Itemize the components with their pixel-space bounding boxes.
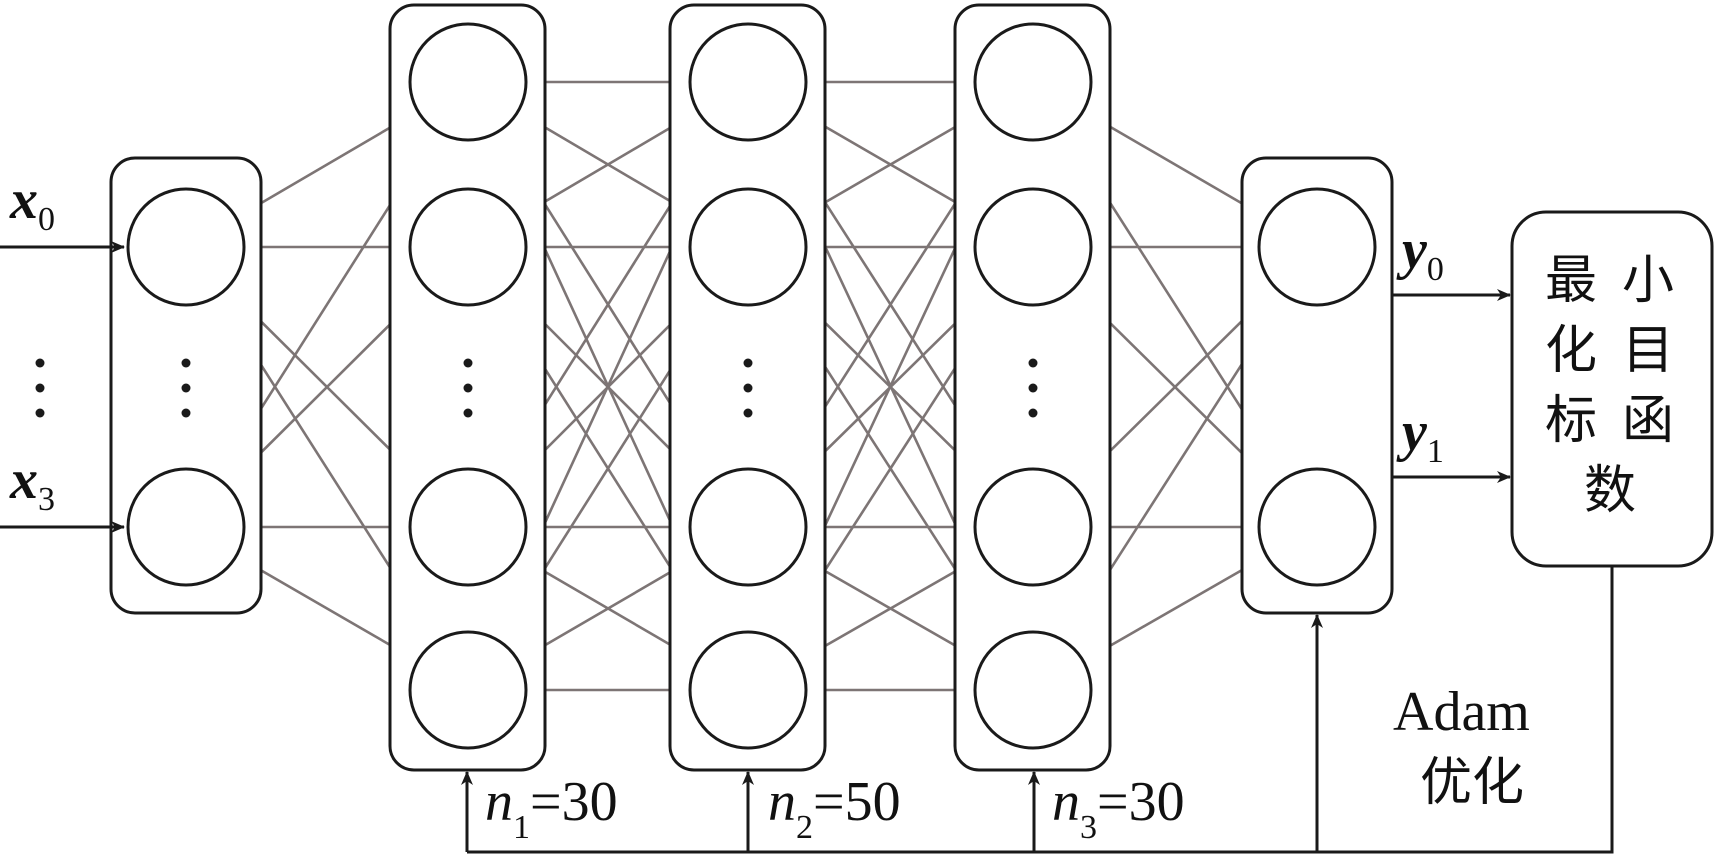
neuron-hidden-1-2 (408, 467, 528, 587)
ellipsis-dot-hidden-3-0 (1028, 358, 1038, 368)
neuron-hidden-3-3 (973, 630, 1093, 750)
loss-char-4: 目 (1622, 321, 1674, 381)
neuron-output-0 (1257, 187, 1377, 307)
loss-char-1: 最 (1545, 251, 1597, 311)
ellipsis-dot-hidden-3-2 (1028, 408, 1038, 418)
ellipsis-dot-hidden-1-2 (463, 408, 473, 418)
input-arrows (0, 241, 125, 533)
neuron-input-1 (126, 467, 246, 587)
output-arrows (1392, 289, 1511, 483)
neuron-hidden-2-0 (688, 22, 808, 142)
optimizer-feedback-loop (461, 566, 1614, 854)
input-label-x0: x0 (9, 169, 55, 238)
neuron-hidden-2-3 (688, 630, 808, 750)
neuron-hidden-1-1 (408, 187, 528, 307)
loss-char-6: 函 (1622, 391, 1674, 451)
neuron-input-0 (126, 187, 246, 307)
loss-char-7: 数 (1584, 461, 1636, 521)
output-label-y1: y1 (1396, 401, 1444, 470)
neuron-hidden-2-1 (688, 187, 808, 307)
loss-char-3: 化 (1545, 321, 1597, 381)
ellipsis-dot-hidden-1-1 (463, 383, 473, 393)
input-label-x3: x3 (9, 449, 55, 518)
loss-char-5: 标 (1545, 391, 1597, 451)
ellipsis-dots (35, 358, 1038, 418)
ellipsis-dot-hidden-2-1 (743, 383, 753, 393)
ellipsis-dot-input-layer-0 (181, 358, 191, 368)
neuron-hidden-3-1 (973, 187, 1093, 307)
ellipsis-dot-hidden-3-1 (1028, 383, 1038, 393)
ellipsis-dot-inputs-col-1 (35, 383, 45, 393)
edge-hidden-2-1-to-hidden-3-0 (797, 109, 984, 220)
hidden-layer-1-size: n1=30 (485, 771, 618, 846)
edge-hidden-1-3-to-hidden-2-2 (517, 555, 699, 662)
ellipsis-dot-input-layer-2 (181, 408, 191, 418)
ellipsis-dot-hidden-2-2 (743, 408, 753, 418)
neuron-hidden-1-0 (408, 22, 528, 142)
edge-input-1-to-hidden-1-3 (235, 554, 419, 663)
hidden-layer-2-size: n2=50 (768, 771, 901, 846)
neuron-hidden-1-3 (408, 630, 528, 750)
hidden-layer-3-size: n3=30 (1052, 771, 1185, 846)
optimizer-label-adam: Adam (1393, 681, 1530, 743)
ellipsis-dot-inputs-col-2 (35, 408, 45, 418)
ellipsis-dot-inputs-col-0 (35, 358, 45, 368)
edge-input-0-to-hidden-1-0 (235, 110, 419, 219)
optimizer-label-cn: 优化 (1420, 753, 1524, 813)
neuron-hidden-2-2 (688, 467, 808, 587)
loss-char-2: 小 (1622, 251, 1674, 311)
neuron-hidden-3-0 (973, 22, 1093, 142)
feedback-line (467, 566, 1614, 854)
neuron-output-1 (1257, 467, 1377, 587)
edge-hidden-3-3-to-output-1 (1082, 554, 1268, 663)
neuron-hidden-3-2 (973, 467, 1093, 587)
ellipsis-dot-hidden-2-0 (743, 358, 753, 368)
edge-hidden-1-1-to-hidden-2-0 (517, 110, 699, 219)
edge-hidden-2-3-to-hidden-3-2 (797, 554, 984, 663)
neurons (126, 22, 1377, 750)
loss-function-text: 最 小 化 目 标 函 数 (1545, 251, 1674, 521)
ellipsis-dot-hidden-1-0 (463, 358, 473, 368)
edge-hidden-3-0-to-output-0 (1082, 110, 1268, 219)
layer-boxes (109, 3, 1714, 772)
ellipsis-dot-input-layer-1 (181, 383, 191, 393)
output-label-y0: y0 (1396, 219, 1444, 288)
